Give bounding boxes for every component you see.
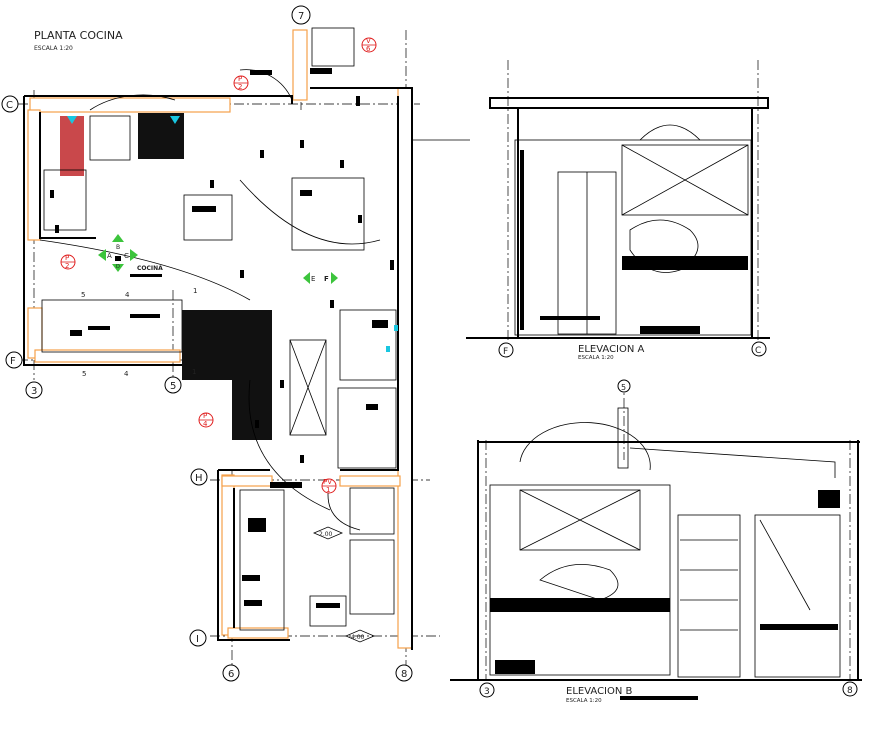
svg-text:2: 2	[238, 83, 242, 91]
svg-text:8: 8	[401, 669, 407, 680]
level-mark: 2.00	[319, 531, 333, 538]
grid-bubble-i: I	[189, 629, 207, 647]
room-label: COCINA	[137, 265, 163, 272]
section-mark-e[interactable]: E	[311, 275, 315, 283]
elevation-b-scale: ESCALA 1:20	[566, 698, 602, 704]
grid-bubble-6: 6	[222, 664, 240, 682]
svg-text:7: 7	[298, 11, 304, 22]
section-mark-d[interactable]: D	[116, 264, 120, 270]
wall-tag: 4	[125, 291, 130, 299]
level-mark: 4.00	[351, 634, 365, 641]
elevation-a-title: ELEVACION A	[578, 344, 645, 355]
section-mark-a[interactable]: A	[107, 252, 112, 260]
door-window-callout[interactable]: PV1	[321, 478, 337, 494]
svg-text:6: 6	[228, 669, 234, 680]
kitchen-floor-plan: PLANTA COCINA ESCALA 1:20	[1, 5, 440, 682]
plan-scale: ESCALA 1:20	[34, 45, 73, 52]
grid-bubble-f: F	[498, 342, 514, 358]
svg-text:2: 2	[65, 262, 69, 270]
grid-bubble-h: H	[190, 468, 208, 486]
svg-text:6: 6	[366, 45, 371, 53]
wall-tag: 5	[82, 370, 86, 378]
svg-text:5: 5	[170, 381, 176, 392]
grid-bubble-7: 7	[291, 5, 311, 25]
grid-bubble-c: C	[1, 95, 19, 113]
svg-text:P: P	[238, 75, 242, 83]
door-callout[interactable]: P4	[198, 412, 214, 428]
svg-text:3: 3	[31, 386, 37, 397]
door-callout[interactable]: P2	[233, 75, 249, 91]
svg-text:C: C	[755, 346, 761, 356]
svg-text:F: F	[503, 347, 508, 357]
grid-bubble-8: 8	[395, 664, 413, 682]
svg-text:I: I	[196, 634, 199, 645]
svg-text:C: C	[6, 100, 13, 111]
svg-text:4: 4	[203, 420, 208, 428]
svg-text:H: H	[195, 473, 203, 484]
svg-text:F: F	[10, 356, 16, 367]
svg-text:P: P	[203, 412, 207, 420]
elevation-b-title: ELEVACION B	[566, 686, 633, 697]
grid-bubble-3: 3	[479, 682, 495, 698]
plan-title: PLANTA COCINA	[34, 29, 123, 42]
grid-bubble-3: 3	[25, 381, 43, 399]
elevation-a: ELEVACION A ESCALA 1:20 F C	[466, 60, 770, 361]
elevation-a-scale: ESCALA 1:20	[578, 355, 614, 361]
wall-tag: 4	[124, 370, 129, 378]
svg-text:5: 5	[621, 383, 626, 392]
section-mark-f[interactable]: F	[324, 275, 329, 283]
svg-text:P: P	[65, 254, 69, 262]
svg-text:1: 1	[326, 486, 330, 494]
section-marks: A B C D E F	[98, 234, 338, 284]
svg-text:V: V	[366, 37, 371, 45]
section-mark-c[interactable]: C	[124, 252, 129, 260]
grid-bubble-8: 8	[842, 681, 858, 697]
svg-text:8: 8	[847, 686, 853, 696]
svg-text:3: 3	[484, 687, 490, 697]
window-callout[interactable]: V6	[361, 37, 377, 53]
wall-tag: 1	[192, 368, 196, 376]
section-mark-b[interactable]: B	[116, 244, 120, 251]
svg-text:PV: PV	[323, 478, 332, 486]
wall-tag: 1	[193, 287, 197, 295]
grid-bubble-f: F	[5, 351, 23, 369]
wall-tag: 5	[81, 291, 85, 299]
door-callout[interactable]: P2	[60, 254, 76, 270]
elevation-b: ELEVACION B ESCALA 1:20 3 8 5	[450, 379, 862, 704]
grid-bubble-c: C	[751, 341, 767, 357]
grid-bubble-5: 5	[617, 379, 631, 393]
grid-bubble-5: 5	[164, 376, 182, 394]
